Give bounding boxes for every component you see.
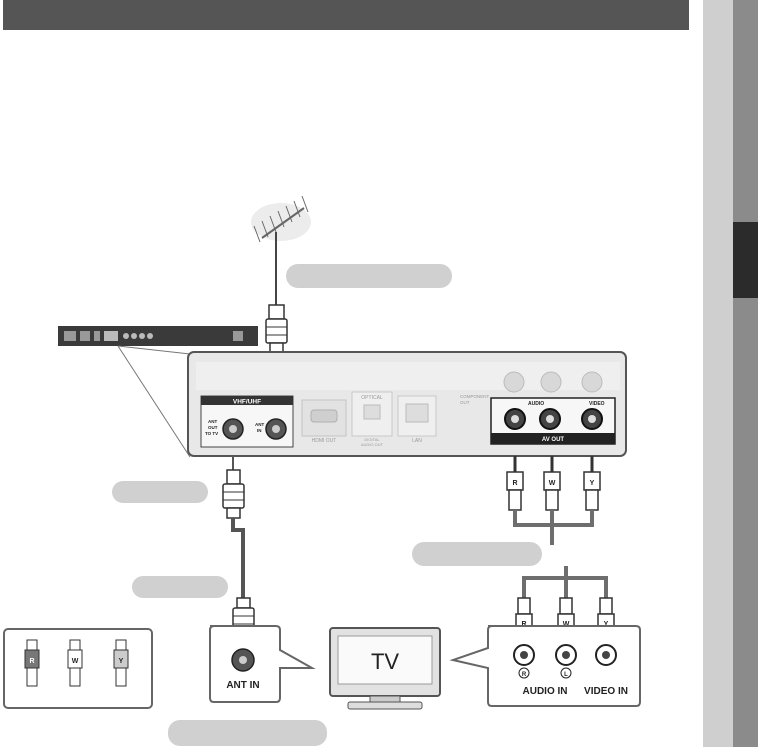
plug-legend-box: R W Y	[3, 628, 153, 709]
audio-label: AUDIO	[528, 401, 544, 407]
legend-plug-w: W	[72, 658, 79, 665]
callout-rf-cable-2	[132, 576, 228, 598]
plug-y-bottom: Y	[604, 621, 609, 628]
av-in-box: R L AUDIO IN VIDEO IN	[449, 625, 641, 707]
plug-y-top: Y	[590, 480, 595, 487]
rear-panel: VHF/UHF ANT OUT TO TV ANT IN HDMI OUT OP…	[187, 351, 627, 457]
jack-r-label: R	[522, 672, 527, 678]
component-out-label-1: COMPONENT	[460, 394, 490, 399]
av-out-label: AV OUT	[542, 437, 565, 443]
callout-tv	[168, 720, 327, 746]
antenna-icon	[251, 195, 311, 305]
component-out-label-2: OUT	[460, 400, 470, 405]
video-label: VIDEO	[589, 401, 605, 407]
legend-plug-y: Y	[119, 658, 124, 665]
vhf-uhf-label: VHF/UHF	[233, 399, 261, 406]
hdmi-out-label: HDMI OUT	[312, 438, 337, 444]
audio-in-label: AUDIO IN	[523, 686, 568, 697]
lan-label: LAN	[412, 438, 422, 444]
digital-audio-label-2: AUDIO OUT	[361, 442, 384, 447]
ant-in-small-label-1: ANT	[255, 422, 264, 427]
rf-plug-mid	[222, 469, 245, 519]
plug-r-bottom: R	[521, 621, 526, 628]
plug-w-bottom: W	[563, 621, 570, 628]
side-tab-active-marker	[733, 222, 758, 298]
side-tab-dark	[733, 0, 758, 747]
ant-in-label: ANT IN	[226, 680, 259, 691]
video-in-label: VIDEO IN	[584, 686, 628, 697]
ant-out-label-1: ANT	[208, 419, 217, 424]
side-tab-light	[703, 0, 733, 747]
ant-out-label-3: TO TV	[205, 431, 218, 436]
player-small-icon	[58, 326, 258, 458]
callout-antenna	[286, 264, 452, 288]
av-cable-top: R W Y	[506, 456, 608, 598]
jack-l-label: L	[564, 672, 568, 678]
ant-out-label-2: OUT	[208, 425, 218, 430]
connection-diagram: VHF/UHF ANT OUT TO TV ANT IN HDMI OUT OP…	[3, 195, 641, 710]
digital-audio-label-1: DIGITAL	[364, 437, 380, 442]
ant-in-small-label-2: IN	[257, 428, 262, 433]
plug-w-top: W	[549, 480, 556, 487]
plug-r-top: R	[512, 480, 517, 487]
tv-icon: TV	[329, 627, 441, 710]
rf-plug-top	[265, 304, 288, 358]
ant-in-box: ANT IN	[209, 625, 316, 703]
legend-plug-r: R	[29, 658, 34, 665]
callout-rf-cable-1	[112, 481, 208, 503]
callout-av-cable	[412, 542, 542, 566]
header-bar	[3, 0, 689, 30]
tv-label: TV	[371, 649, 399, 674]
rf-cable-down	[231, 518, 245, 598]
optical-label: OPTICAL	[361, 395, 383, 401]
